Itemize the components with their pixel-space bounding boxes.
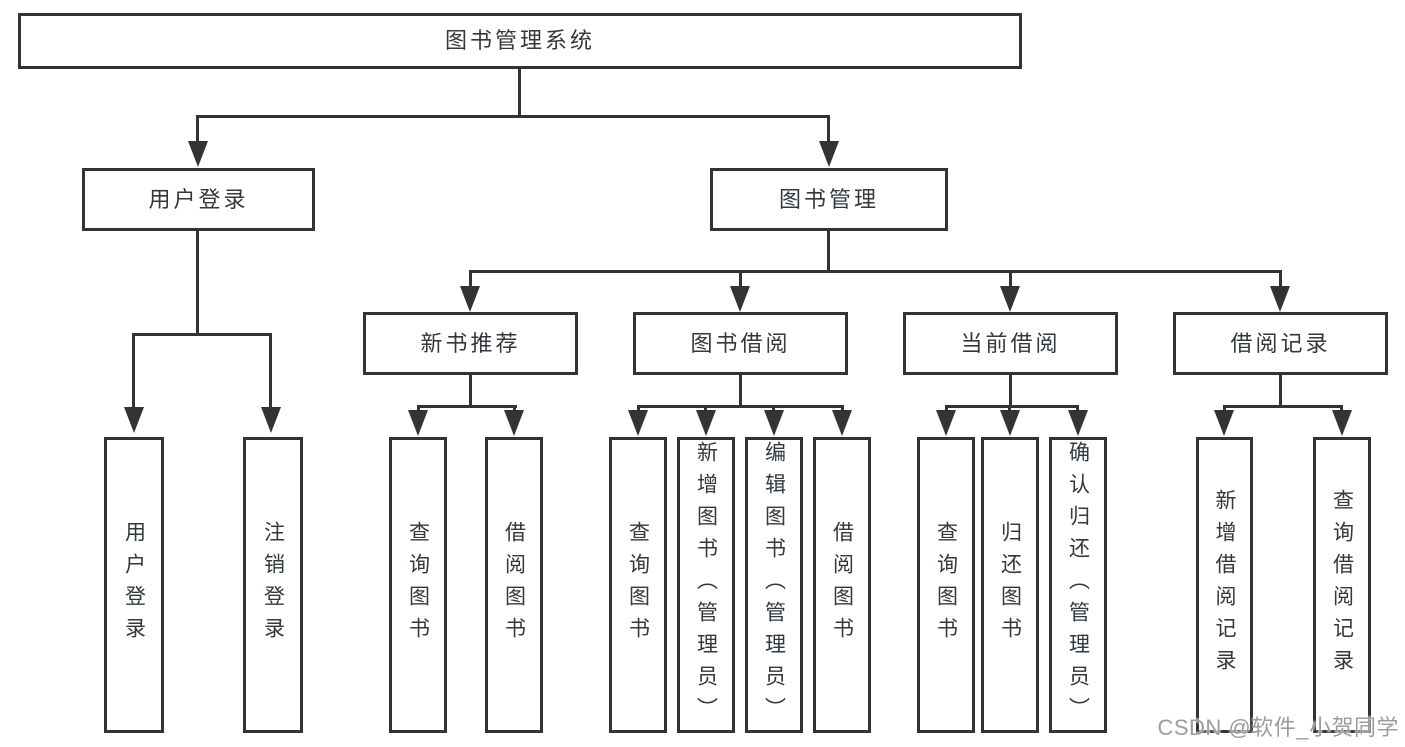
node-logout-leaf: 注销登录 [243, 437, 303, 733]
connector-bookborrow-drop-1 [637, 405, 640, 413]
arrow-down-icon [408, 410, 428, 436]
connector-userlogin-rail [132, 333, 272, 336]
connector-currentborrow-drop-2 [1008, 405, 1011, 413]
connector-records-stem [1279, 375, 1282, 408]
node-user-login-leaf: 用户登录 [104, 437, 164, 733]
node-query-books-recommend: 查询图书 [389, 437, 447, 733]
node-confirm-return-admin: 确认归还（管理员） [1049, 437, 1107, 733]
node-borrow-books-recommend: 借阅图书 [485, 437, 543, 733]
connector-userlogin-stem [196, 231, 199, 335]
connector-root-stem [518, 69, 521, 117]
connector-bookborrow-drop-3 [772, 405, 775, 413]
node-return-books: 归还图书 [981, 437, 1039, 733]
connector-bookmgmt-drop-3 [1009, 270, 1012, 287]
connector-bookmgmt-drop-4 [1279, 270, 1282, 287]
arrow-down-icon [504, 410, 524, 436]
connector-records-drop-2 [1340, 405, 1343, 413]
connector-newbooks-rail [417, 405, 517, 408]
connector-bookmgmt-rail [469, 270, 1282, 273]
arrow-down-icon [696, 410, 716, 436]
node-library-management-system: 图书管理系统 [18, 13, 1022, 69]
arrow-down-icon [460, 286, 480, 312]
arrow-down-icon [628, 410, 648, 436]
connector-bookmgmt-stem [827, 231, 830, 272]
node-borrow-books-borrowing: 借阅图书 [813, 437, 871, 733]
arrow-down-icon [1270, 286, 1290, 312]
node-book-management-branch: 图书管理 [710, 168, 948, 231]
connector-currentborrow-drop-1 [945, 405, 948, 413]
node-query-books-borrowing: 查询图书 [609, 437, 667, 733]
arrow-down-icon [730, 286, 750, 312]
arrow-down-icon [936, 410, 956, 436]
csdn-watermark: CSDN @软件_小贺同学 [1157, 715, 1399, 740]
arrow-down-icon [1000, 286, 1020, 312]
connector-root-drop-left [196, 115, 199, 143]
node-new-book-recommend: 新书推荐 [363, 312, 578, 375]
arrow-down-icon [1068, 410, 1088, 436]
node-query-books-current: 查询图书 [917, 437, 975, 733]
connector-records-rail [1223, 405, 1343, 408]
node-user-login-branch: 用户登录 [82, 168, 315, 231]
node-query-borrow-record: 查询借阅记录 [1313, 437, 1371, 733]
connector-newbooks-drop-1 [417, 405, 420, 413]
connector-newbooks-stem [469, 375, 472, 408]
node-current-borrowing: 当前借阅 [903, 312, 1118, 375]
arrow-down-icon [1214, 410, 1234, 436]
arrow-down-icon [1000, 410, 1020, 436]
connector-currentborrow-stem [1009, 375, 1012, 408]
arrow-down-icon [124, 407, 144, 433]
arrow-down-icon [819, 141, 839, 167]
arrow-down-icon [188, 141, 208, 167]
connector-currentborrow-rail [945, 405, 1079, 408]
connector-bookborrow-drop-4 [841, 405, 844, 413]
connector-bookmgmt-drop-2 [739, 270, 742, 287]
connector-records-drop-1 [1223, 405, 1226, 413]
node-add-borrow-record: 新增借阅记录 [1196, 437, 1253, 733]
node-edit-books-admin: 编辑图书（管理员） [745, 437, 803, 733]
connector-root-rail [196, 115, 830, 118]
connector-bookmgmt-drop-1 [469, 270, 472, 287]
arrow-down-icon [261, 407, 281, 433]
connector-currentborrow-drop-3 [1076, 405, 1079, 413]
connector-root-drop-right [827, 115, 830, 143]
connector-userlogin-drop-2 [269, 333, 272, 409]
node-add-books-admin: 新增图书（管理员） [677, 437, 735, 733]
arrow-down-icon [764, 410, 784, 436]
node-book-borrowing: 图书借阅 [633, 312, 848, 375]
node-borrowing-records: 借阅记录 [1173, 312, 1388, 375]
connector-newbooks-drop-2 [513, 405, 516, 413]
connector-bookborrow-stem [739, 375, 742, 408]
connector-bookborrow-drop-2 [704, 405, 707, 413]
connector-userlogin-drop-1 [132, 333, 135, 409]
arrow-down-icon [1332, 410, 1352, 436]
arrow-down-icon [832, 410, 852, 436]
connector-bookborrow-rail [637, 405, 844, 408]
